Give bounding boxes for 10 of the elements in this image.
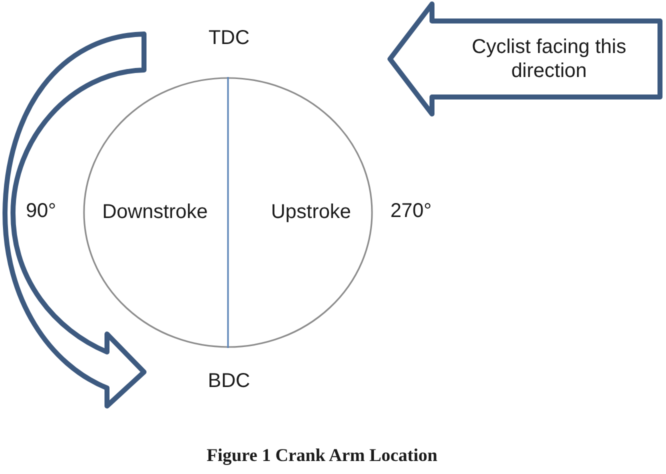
angle-label: 270° xyxy=(390,199,432,223)
angle-label: 90° xyxy=(26,199,56,223)
block-arrow xyxy=(386,0,664,118)
figure-caption: Figure 1 Crank Arm Location xyxy=(206,444,438,466)
dead-center-label: BDC xyxy=(208,369,250,393)
stroke-label: Upstroke xyxy=(270,200,352,224)
stroke-label: Downstroke xyxy=(102,200,208,224)
crank-circle xyxy=(83,77,373,348)
arrow-label: Cyclist facing this direction xyxy=(470,35,628,83)
dead-center-label: TDC xyxy=(208,26,250,50)
